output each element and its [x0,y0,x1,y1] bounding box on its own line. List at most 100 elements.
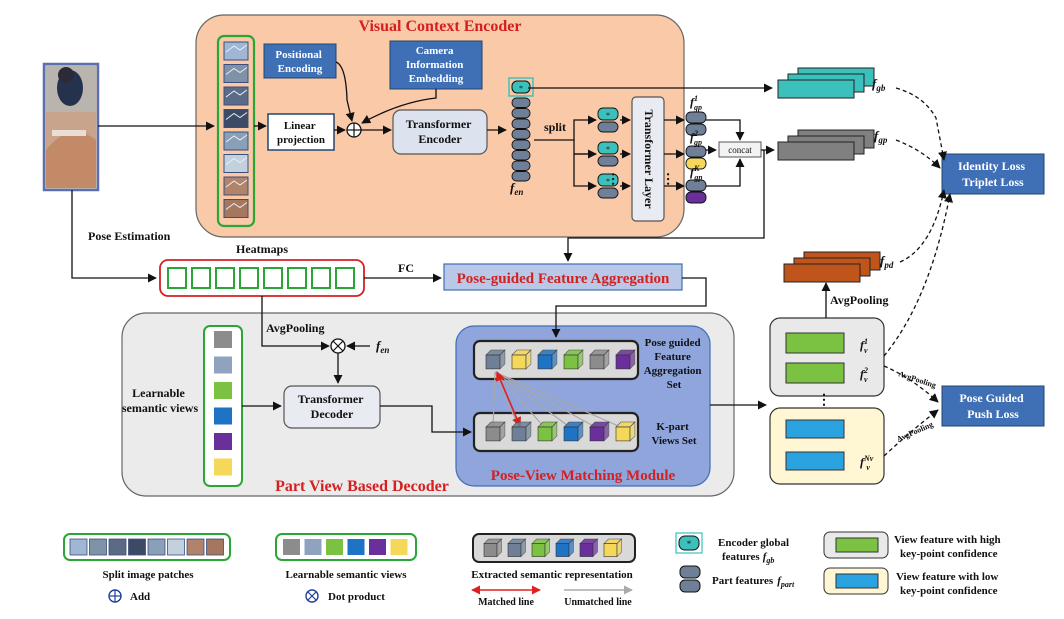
view-feature-low-1 [785,419,845,439]
patch-detail [225,179,248,188]
learnable-line1: Learnable [132,386,185,400]
encoder-title: Visual Context Encoder [359,18,522,35]
pose-set-line3: Aggregation [644,365,702,377]
legend-cube-side [520,538,526,558]
fen-token [511,139,531,150]
gp-token-colored [685,157,707,170]
fen-star: * [519,84,523,93]
svg-text:Pose guided Feature Ag: Pose guided Feature Aggregation Set [644,337,705,391]
kpart-cube [511,426,527,442]
patch-detail [225,134,248,143]
patch-detail [225,202,248,210]
kpart-cube [615,426,631,442]
patch-detail [225,157,248,165]
fen-global-frame [508,77,534,97]
patches-column [216,34,256,228]
fen-token [511,108,531,119]
legend-add-label: Add [130,591,150,603]
legend-patch-tiles [69,538,224,556]
transformer-layer-box [631,96,665,222]
legend-patch-tile [186,538,205,556]
heatmap-cell [287,267,307,289]
patch-detail [225,44,248,53]
fen-token [511,97,531,108]
matching-lines [492,371,624,429]
pose-set-line1: Pose guided [645,337,701,349]
legend-add-icon [108,589,122,603]
split-global-token [597,141,619,155]
camera-line1: Camera [416,45,454,57]
legend-view-tile [326,539,343,555]
legend-patch-tile [128,538,146,556]
gp-token [685,111,707,124]
kpart-cube [537,426,553,442]
pose-cube-side [551,349,558,370]
patch-tile [223,199,249,218]
patch-tile [223,109,249,128]
aggregation-box [443,263,683,291]
legend-low-line2: key-point confidence [900,585,998,597]
gp-token [685,145,707,158]
learnable-line2: semantic views [122,401,199,415]
pose-cube-side [577,349,584,370]
kpart-line2: Views Set [651,435,696,447]
legend-cube [579,543,594,557]
legend-view-tiles [283,539,408,555]
heatmaps-box [159,259,365,297]
legend-cube [507,543,522,557]
learnable-view-tile [214,382,232,399]
legend-cube [531,543,546,557]
split-token-groups: *** [597,107,619,199]
encoder-line1: Transformer [406,117,472,131]
split-label: split [544,120,566,134]
fpd-card [783,263,861,283]
transformer-decoder-box [283,385,381,429]
ellipsis-a: … [608,172,623,186]
legend-view-tile [304,539,322,555]
patch-tiles [223,41,249,218]
patch-detail [225,67,248,75]
split-star: * [606,111,610,120]
legend-patch-tile [206,538,224,556]
aggregation-title: Pose-guided Feature Aggregation [457,271,670,287]
svg-text:Transformer Decoder: Transformer Decoder [298,392,367,421]
kpart-line1: K-part [656,421,689,433]
patch-tile [223,41,249,61]
learnable-view-tile [214,356,232,374]
patch-tile [223,154,249,173]
legend-view-tile [283,539,300,555]
svg-text:Transformer Encoder: Transformer Encoder [406,117,475,146]
f-en-label: fen [510,180,523,197]
fgp-stack [777,129,875,161]
avgpooling-diag-1: AvgPooling [897,369,937,390]
patch-tile [223,131,249,151]
heatmap-cell [239,267,259,289]
legend-patch-tile [167,538,185,556]
svg-text:*: * [687,539,692,549]
encoder-line2: Encoder [418,132,462,146]
linear-projection-box [267,113,335,151]
legend-patches-label: Split image patches [102,569,194,581]
legend-high-line1: View feature with high [894,534,1001,546]
legend-cube [555,543,570,557]
fgb-stack [777,67,875,99]
f-gb-label: fgb [872,76,886,93]
heatmap-cells [167,267,355,289]
heatmaps-label: Heatmaps [236,242,288,256]
gp-output-tokens [685,111,707,204]
positional-line2: Encoding [278,63,323,75]
heatmap-cell [191,267,211,289]
legend-part-token [679,565,701,593]
learnable-view-tile [214,331,232,348]
svg-text:Identity Loss Triplet Loss: Identity Loss Triplet Loss [958,159,1028,189]
avgpooling-label-decoder: AvgPooling [266,321,324,335]
svg-text:Encoder global: Encoder global [718,537,789,549]
legend-patches-box [63,533,231,561]
legend-high-swatch [835,537,879,553]
person-image [42,62,100,192]
vertical-dots: ⋮ [817,393,831,408]
